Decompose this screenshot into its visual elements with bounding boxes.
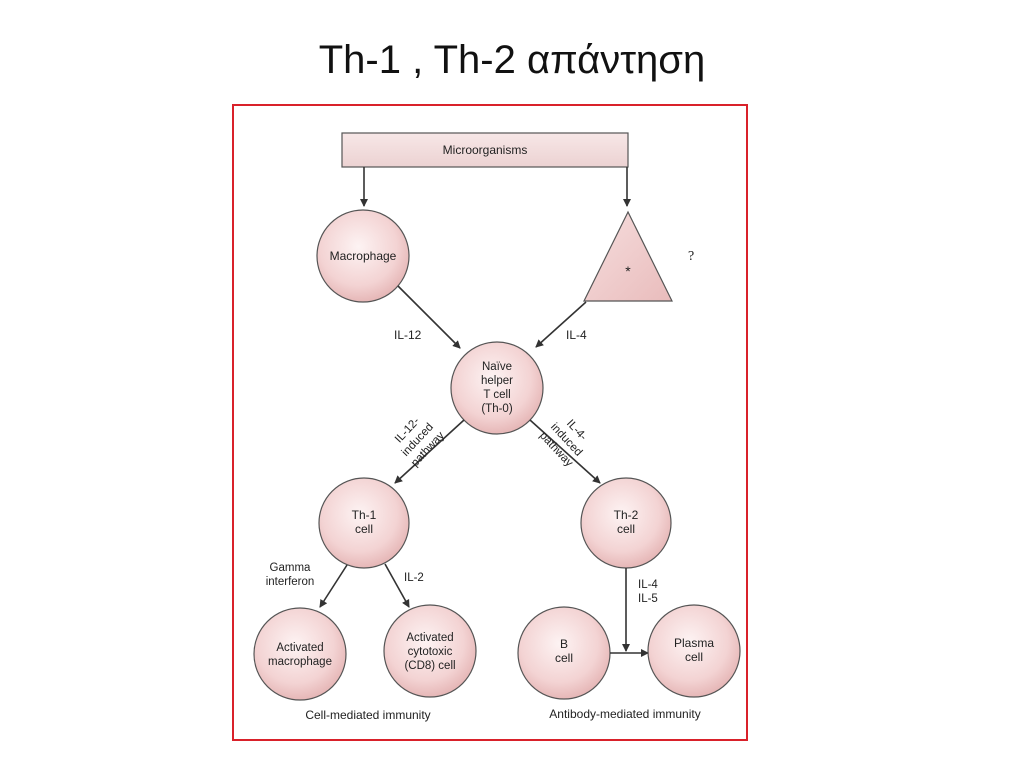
activated-macrophage-line-2: macrophage — [268, 656, 332, 668]
cytotoxic-line-2: cytotoxic — [408, 646, 453, 658]
arrow-naive-to-th2 — [529, 419, 601, 484]
gamma-interferon-line-2: interferon — [266, 576, 315, 588]
b-cell-line-1: B — [560, 637, 568, 651]
il2-label: IL-2 — [404, 572, 424, 584]
il4-label: IL-4 — [566, 328, 587, 342]
microorganisms-label: Microorganisms — [443, 143, 528, 157]
naive-line-4: (Th-0) — [481, 403, 512, 415]
naive-line-1: Naïve — [482, 361, 512, 373]
th1-cell: Th-1 cell — [318, 477, 410, 569]
th2-cell: Th-2 cell — [580, 477, 672, 569]
activated-macrophage-cell: Activated macrophage — [253, 607, 347, 701]
activated-macrophage-line-1: Activated — [276, 642, 323, 654]
triangle-marker: * — [625, 263, 631, 279]
b-cell: B cell — [517, 606, 611, 700]
figure-frame: Microorganisms Macrophage * ? IL-12 IL-4… — [232, 104, 748, 741]
il12-label: IL-12 — [394, 328, 422, 342]
arrow-triangle-to-naive — [535, 301, 587, 348]
macrophage-label: Macrophage — [330, 249, 397, 263]
th1-line-1: Th-1 — [352, 508, 377, 522]
arrow-th1-to-activated-macrophage — [319, 564, 348, 608]
il4-il5-line-2: IL-5 — [638, 593, 658, 605]
il12-pathway-label: IL-12- induced pathway — [393, 415, 447, 469]
arrow-naive-to-th1 — [394, 419, 465, 484]
cell-mediated-immunity-label: Cell-mediated immunity — [305, 708, 430, 722]
plasma-cell-line-1: Plasma — [674, 636, 714, 650]
plasma-cell: Plasma cell — [647, 604, 741, 698]
immune-pathway-diagram: Microorganisms Macrophage * ? IL-12 IL-4… — [253, 132, 741, 722]
gamma-interferon-line-1: Gamma — [270, 562, 312, 574]
question-mark: ? — [688, 249, 694, 264]
th2-line-2: cell — [617, 522, 635, 536]
arrow-macrophage-to-naive — [397, 285, 461, 349]
il4-pathway-label: IL-4- induced pathway — [537, 418, 589, 470]
il4-il5-line-1: IL-4 — [638, 579, 658, 591]
naive-line-3: T cell — [483, 389, 510, 401]
naive-line-2: helper — [481, 375, 513, 387]
activated-cytotoxic-cell: Activated cytotoxic (CD8) cell — [383, 604, 477, 698]
microorganisms-box: Microorganisms — [341, 132, 629, 168]
antibody-mediated-immunity-label: Antibody-mediated immunity — [549, 707, 700, 721]
th2-line-1: Th-2 — [614, 508, 639, 522]
unknown-cell-triangle: * — [583, 210, 673, 302]
slide-title: Th-1 , Th-2 απάντηση — [318, 38, 706, 82]
cytotoxic-line-3: (CD8) cell — [404, 660, 455, 672]
th1-line-2: cell — [355, 522, 373, 536]
arrow-th1-to-cytotoxic — [384, 563, 410, 608]
plasma-cell-line-2: cell — [685, 650, 703, 664]
macrophage-cell: Macrophage — [316, 209, 410, 303]
b-cell-line-2: cell — [555, 651, 573, 665]
cytotoxic-line-1: Activated — [406, 632, 453, 644]
naive-helper-t-cell: Naïve helper T cell (Th-0) — [450, 341, 544, 435]
